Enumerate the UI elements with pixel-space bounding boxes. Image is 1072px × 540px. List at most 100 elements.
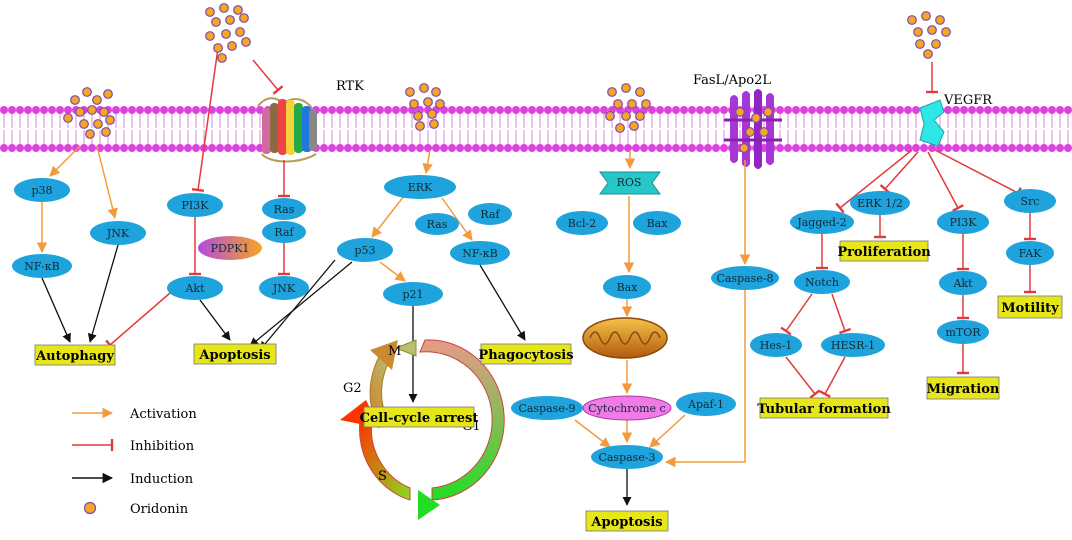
box-autophagy: Autophagy [34, 344, 116, 366]
fasl-label: FasL/Apo2L [693, 73, 771, 88]
node-akt-right: Akt [939, 271, 987, 295]
node-caspase8: Caspase-8 [711, 266, 779, 290]
legend-oridonin-dot [83, 501, 97, 515]
svg-text:Hes-1: Hes-1 [760, 339, 792, 352]
cycle-m-label: M [388, 344, 401, 359]
legend-induction: Induction [130, 472, 194, 487]
svg-text:Proliferation: Proliferation [837, 245, 931, 260]
node-akt-left: Akt [167, 276, 223, 300]
svg-text:Cytochrome c: Cytochrome c [588, 402, 665, 415]
svg-text:Migration: Migration [927, 382, 1000, 397]
svg-text:Notch: Notch [805, 276, 839, 289]
svg-text:Caspase-3: Caspase-3 [598, 451, 655, 464]
svg-text:Raf: Raf [274, 226, 294, 239]
svg-text:Cell-cycle arrest: Cell-cycle arrest [360, 411, 479, 426]
svg-text:Caspase-9: Caspase-9 [518, 402, 575, 415]
node-ros: ROS [617, 176, 642, 189]
svg-text:Ras: Ras [274, 203, 295, 216]
svg-text:Akt: Akt [952, 277, 973, 290]
node-pi3k-right: PI3K [937, 210, 989, 234]
node-p38: p38 [14, 178, 70, 202]
svg-text:Bax: Bax [617, 281, 639, 294]
svg-text:PI3K: PI3K [950, 216, 978, 229]
node-raf-rtk: Raf [262, 221, 306, 243]
node-bcl2: Bcl-2 [556, 211, 608, 235]
node-cytochrome: Cytochrome c [582, 395, 672, 421]
svg-text:JNK: JNK [106, 227, 130, 240]
node-jnk-rtk: JNK [259, 276, 309, 300]
svg-text:p53: p53 [354, 244, 375, 257]
box-phagocytosis: Phagocytosis [478, 343, 574, 365]
node-p21: p21 [383, 282, 443, 306]
node-hes1: Hes-1 [750, 333, 802, 357]
box-apoptosis-left: Apoptosis [193, 343, 277, 365]
svg-text:PDPK1: PDPK1 [211, 242, 250, 255]
svg-text:Ras: Ras [427, 218, 448, 231]
svg-text:ERK: ERK [408, 181, 433, 194]
svg-text:FAK: FAK [1019, 247, 1043, 260]
legend-inhibition: Inhibition [130, 439, 195, 454]
svg-text:ERK 1/2: ERK 1/2 [857, 197, 903, 210]
svg-text:Src: Src [1021, 195, 1040, 208]
node-pdpk1: PDPK1 [198, 236, 262, 260]
node-ras-center: Ras [415, 213, 459, 235]
node-caspase9: Caspase-9 [511, 396, 583, 420]
svg-text:Raf: Raf [480, 208, 500, 221]
box-proliferation: Proliferation [837, 240, 931, 262]
svg-text:HESR-1: HESR-1 [831, 339, 875, 352]
svg-text:NF-κB: NF-κB [462, 247, 497, 260]
node-jagged2: Jagged-2 [790, 210, 854, 234]
oridonin-clusters [63, 3, 951, 153]
svg-text:JNK: JNK [272, 282, 296, 295]
rtk-receptor [257, 97, 317, 163]
svg-text:Jagged-2: Jagged-2 [796, 216, 846, 229]
node-mtor: mTOR [937, 320, 989, 344]
legend-activation: Activation [129, 407, 197, 422]
outcome-boxes: Autophagy Apoptosis Cell-cycle arrest Ph… [34, 240, 1063, 532]
svg-text:Motility: Motility [1001, 301, 1059, 316]
node-bax-mid: Bax [603, 275, 651, 299]
svg-text:Apoptosis: Apoptosis [590, 515, 662, 530]
node-jnk-left: JNK [90, 221, 146, 245]
svg-text:Akt: Akt [184, 282, 205, 295]
box-cell-cycle-arrest: Cell-cycle arrest [360, 406, 479, 428]
svg-text:mTOR: mTOR [945, 326, 981, 339]
svg-text:PI3K: PI3K [182, 199, 210, 212]
svg-text:Apoptosis: Apoptosis [198, 348, 270, 363]
node-pi3k-left: PI3K [167, 193, 223, 217]
svg-text:p21: p21 [402, 288, 423, 301]
svg-text:p38: p38 [31, 184, 52, 197]
cell-membrane [0, 106, 1072, 152]
node-bax-top: Bax [633, 211, 681, 235]
node-hesr1: HESR-1 [821, 333, 885, 357]
box-motility: Motility [997, 295, 1063, 319]
cycle-s-label: S [378, 469, 387, 484]
legend-oridonin: Oridonin [130, 502, 189, 517]
node-erk-center: ERK [384, 175, 456, 199]
svg-text:Bcl-2: Bcl-2 [568, 217, 596, 230]
node-fak: FAK [1006, 241, 1054, 265]
node-src: Src [1004, 189, 1056, 213]
box-tubular: Tubular formation [757, 397, 891, 419]
cell-cycle-wheel: M G1 S G2 [340, 339, 505, 520]
node-caspase3: Caspase-3 [591, 445, 663, 469]
vegfr-label: VEGFR [943, 93, 993, 108]
node-nfkb-center: NF-κB [450, 241, 510, 265]
node-ras-rtk: Ras [262, 198, 306, 220]
box-migration: Migration [926, 376, 1000, 400]
node-p53: p53 [337, 238, 393, 262]
ros-shape [599, 171, 661, 195]
node-notch: Notch [794, 270, 850, 294]
svg-text:Tubular formation: Tubular formation [757, 402, 891, 417]
cycle-g2-label: G2 [343, 381, 362, 396]
node-erk12: ERK 1/2 [850, 191, 910, 215]
mitochondrion-icon [582, 317, 668, 359]
pathway-nodes: p38 JNK NF-κB PI3K PDPK1 Akt Ras Raf JNK… [12, 175, 1056, 469]
svg-text:Caspase-8: Caspase-8 [716, 272, 773, 285]
svg-text:Apaf-1: Apaf-1 [687, 398, 724, 411]
rtk-label: RTK [336, 79, 364, 94]
svg-text:NF-κB: NF-κB [24, 260, 59, 273]
svg-text:Autophagy: Autophagy [35, 349, 114, 364]
node-raf-center: Raf [468, 203, 512, 225]
node-apaf1: Apaf-1 [676, 392, 736, 416]
